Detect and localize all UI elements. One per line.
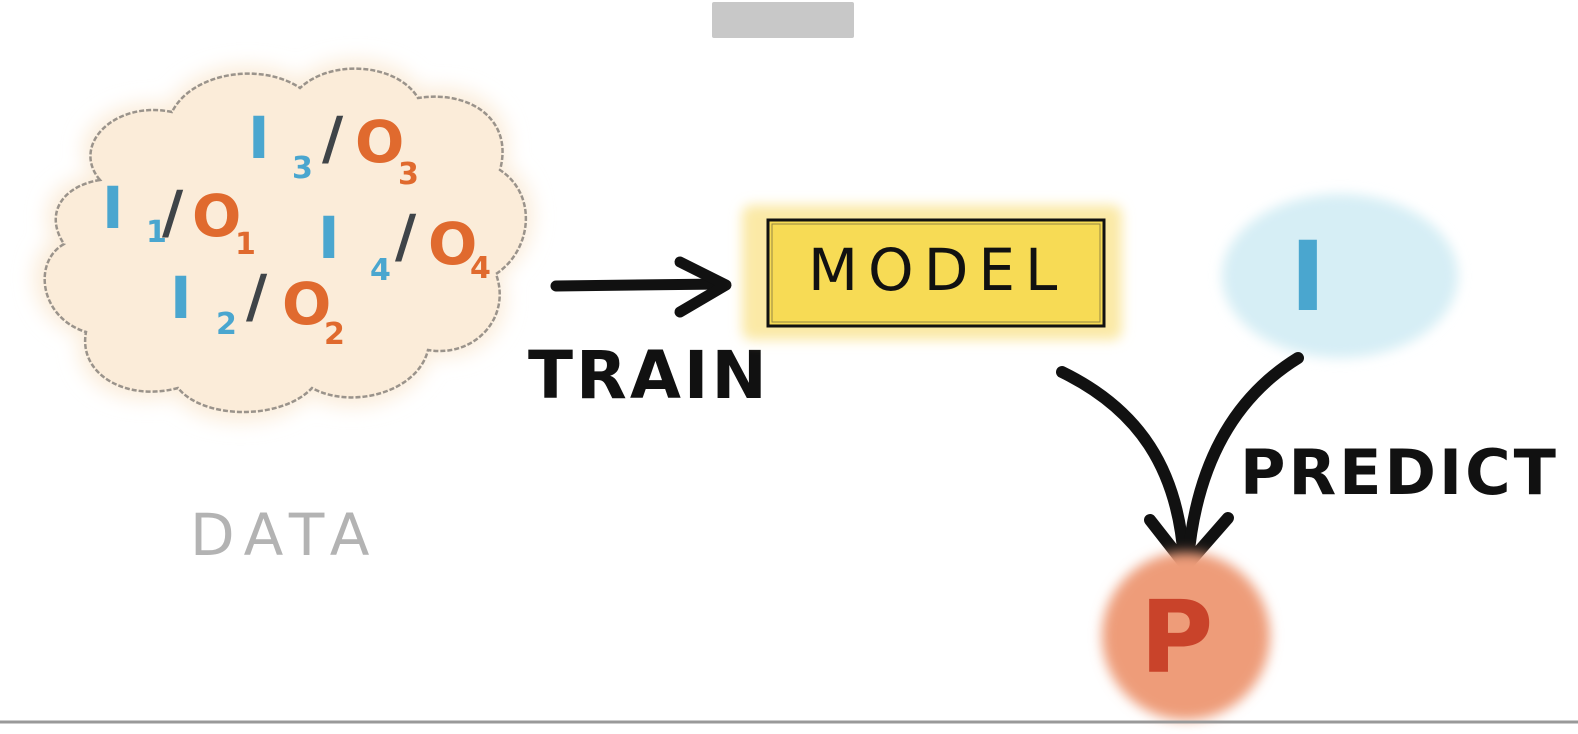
slash-4: / [395,202,417,270]
cloud-shape [43,67,528,414]
input-2: I [170,264,192,332]
input-1-subscript: 1 [146,215,167,250]
prediction-bubble: P [1102,552,1270,720]
prediction-letter: P [1140,579,1216,696]
output-4: O [428,210,477,278]
input-1: I [102,174,124,242]
input-4-subscript: 4 [370,253,391,288]
model-label: MODEL [808,236,1067,304]
output-3-subscript: 3 [398,157,419,192]
output-2-subscript: 2 [324,317,345,352]
pair-3: I 3 / O 3 [248,104,419,192]
slash-3: / [322,104,344,172]
output-4-subscript: 4 [470,251,491,286]
input-bubble: I [1222,194,1458,358]
pair-1: I 1 / O 1 [102,174,256,262]
slash-2: / [246,262,268,330]
model-box [742,205,1122,340]
pair-4: I 4 / O 4 [318,202,491,288]
output-1-subscript: 1 [235,227,256,262]
input-2-subscript: 2 [216,307,237,342]
input-4: I [318,204,340,272]
slash-1: / [162,178,184,246]
data-cloud: I 3 / O 3 I 1 / O 1 I 4 / O 4 I 2 / O [34,60,533,422]
output-2: O [282,270,331,338]
input-3: I [248,104,270,172]
pair-2: I 2 / O 2 [170,262,345,352]
data-label: DATA [190,501,379,569]
input-3-subscript: 3 [292,151,313,186]
input-bubble-letter: I [1290,221,1326,333]
predict-label: PREDICT [1240,436,1559,509]
top-tab [712,2,854,38]
train-label: TRAIN [528,337,770,414]
train-arrow [550,256,732,318]
output-1: O [192,182,241,250]
output-3: O [355,108,404,176]
